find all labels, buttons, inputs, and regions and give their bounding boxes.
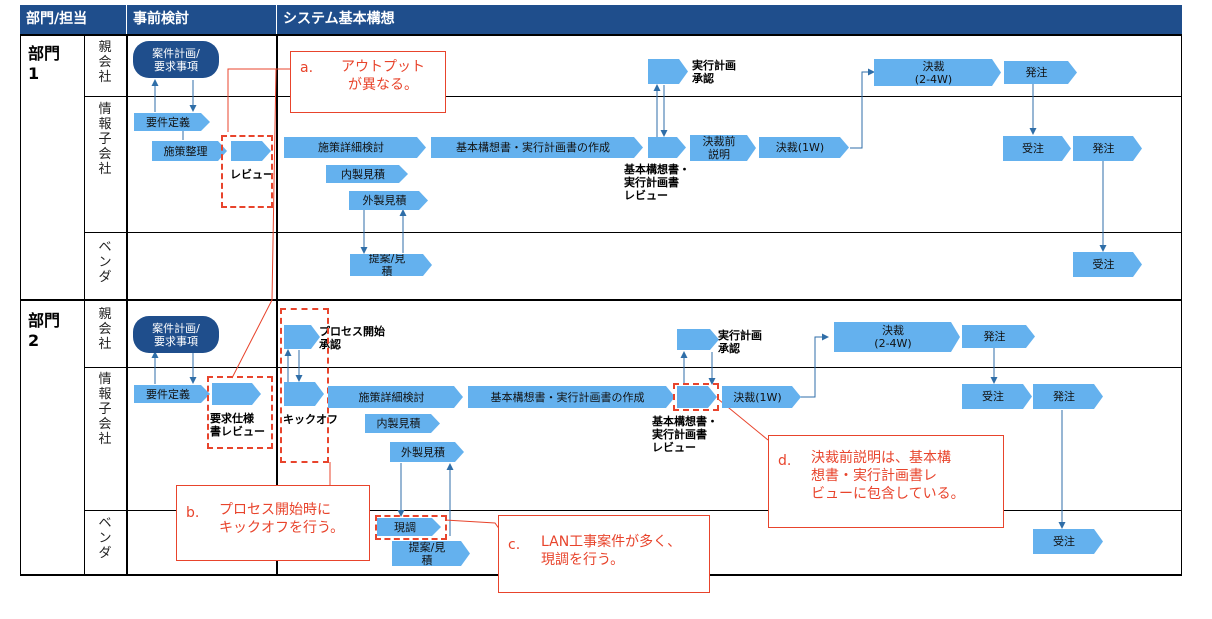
grid-line: [20, 34, 1182, 36]
decision-2-4w-step: 決裁 (2-4W): [874, 59, 1001, 86]
exec-plan-approval-label: 実行計画 承認: [718, 329, 762, 355]
grid-line: [1181, 34, 1182, 575]
basic-plan-review-step: [677, 386, 717, 408]
order-info-step: 発注: [1033, 384, 1103, 409]
connector: [850, 68, 875, 149]
grid-line: [84, 510, 1182, 511]
requirement-spec-review-label: 要求仕様 書レビュー: [210, 412, 265, 438]
note-b-letter: b.: [186, 505, 200, 521]
process-start-approval-step: [284, 325, 320, 349]
note-d-letter: d.: [778, 453, 792, 469]
basic-plan-review-label: 基本構想書・ 実行計画書 レビュー: [624, 163, 690, 202]
grid-line: [84, 232, 1182, 233]
annotation-connector: [231, 68, 277, 379]
decision-1w-step: 決裁(1W): [722, 386, 801, 408]
grid-line: [126, 34, 128, 575]
grid-line: [20, 299, 1182, 301]
requirements-definition-step: 要件定義: [134, 385, 210, 403]
basic-plan-creation-step: 基本構想書・実行計画書の作成: [431, 137, 643, 158]
measure-detail-step: 施策詳細検討: [328, 386, 463, 408]
header-system-plan: システム基本構想: [277, 5, 1182, 34]
measure-organize-step: 施策整理: [152, 141, 227, 161]
order-info-step: 発注: [1073, 136, 1142, 161]
accept-order-step: 受注: [1003, 136, 1071, 161]
grid-line: [84, 96, 1182, 97]
note-c-text: LAN工事案件が多く、 現調を行う。: [541, 534, 682, 568]
note-a-text: アウトプット が異なる。: [341, 59, 425, 93]
annotation-box-a2: [207, 376, 273, 449]
kickoff-step: [284, 382, 324, 406]
exec-plan-approval-label: 実行計画 承認: [692, 59, 736, 85]
annotation-box-b: [280, 308, 329, 463]
review-step: [231, 141, 271, 161]
role-info-subsidiary: 情報子会社: [98, 372, 112, 447]
plan-requirements-node: 案件計画/ 要求事項: [133, 316, 219, 353]
basic-plan-review-step: [648, 137, 686, 158]
note-d-text: 決裁前説明は、基本構 想書・実行計画書レ ビューに包含している。: [811, 450, 965, 502]
role-vendor: ベンダ: [98, 240, 112, 285]
grid-line: [84, 367, 1182, 368]
exec-plan-approval-step: [677, 329, 719, 350]
grid-line: [20, 34, 21, 575]
proposal-estimate-step: 提案/見 積: [350, 254, 432, 276]
annotation-box-c: [375, 515, 447, 540]
accept-vendor-step: 受注: [1073, 252, 1142, 277]
review-label: レビュー: [230, 168, 274, 181]
role-info-subsidiary: 情報子会社: [98, 102, 112, 177]
decision-2-4w-step: 決裁 (2-4W): [834, 322, 960, 352]
header-pre-study: 事前検討: [127, 5, 277, 34]
kickoff-label: キックオフ: [283, 413, 338, 426]
internal-estimate-step: 内製見積: [326, 165, 408, 183]
basic-plan-review-label: 基本構想書・ 実行計画書 レビュー: [652, 415, 718, 454]
process-start-approval-label: プロセス開始 承認: [319, 325, 385, 351]
external-estimate-step: 外製見積: [390, 442, 464, 462]
order-parent-step: 発注: [962, 325, 1035, 348]
accept-vendor-step: 受注: [1033, 529, 1103, 554]
accept-order-step: 受注: [962, 384, 1032, 409]
note-a-letter: a.: [300, 60, 314, 76]
role-vendor: ベンダ: [98, 516, 112, 561]
grid-line: [84, 34, 85, 575]
basic-plan-creation-step: 基本構想書・実行計画書の作成: [468, 386, 675, 408]
note-a: a. アウトプット が異なる。: [290, 51, 446, 113]
dept-2-label: 部門 2: [28, 311, 61, 350]
annotation-connector: [227, 68, 290, 132]
order-parent-step: 発注: [1004, 61, 1077, 84]
plan-requirements-node: 案件計画/ 要求事項: [133, 41, 219, 78]
connector: [800, 333, 829, 398]
exec-plan-approval-step: [648, 59, 688, 84]
annotation-box-a: [221, 135, 273, 208]
external-estimate-step: 外製見積: [349, 191, 428, 210]
grid-line: [276, 34, 278, 575]
measure-detail-step: 施策詳細検討: [284, 137, 426, 158]
note-b: b. プロセス開始時に キックオフを行う。: [176, 485, 370, 561]
note-c: c. LAN工事案件が多く、 現調を行う。: [498, 515, 710, 593]
header-dept: 部門/担当: [20, 5, 127, 34]
pre-decision-explain-step: 決裁前 説明: [690, 135, 756, 161]
dept-1-label: 部門 1: [28, 44, 61, 83]
role-parent: 親会社: [98, 40, 112, 85]
annotation-box-d: [673, 383, 719, 411]
internal-estimate-step: 内製見積: [365, 414, 440, 433]
site-survey-step: 現調: [377, 518, 441, 536]
note-c-letter: c.: [508, 537, 521, 553]
note-d: d. 決裁前説明は、基本構 想書・実行計画書レ ビューに包含している。: [768, 435, 1004, 528]
decision-1w-step: 決裁(1W): [759, 137, 849, 158]
requirements-definition-step: 要件定義: [134, 113, 210, 131]
requirement-spec-review-step: [212, 383, 261, 405]
note-b-text: プロセス開始時に キックオフを行う。: [219, 502, 345, 536]
annotation-connector: [444, 519, 501, 531]
proposal-estimate-step: 提案/見 積: [392, 541, 470, 566]
role-parent: 親会社: [98, 307, 112, 352]
